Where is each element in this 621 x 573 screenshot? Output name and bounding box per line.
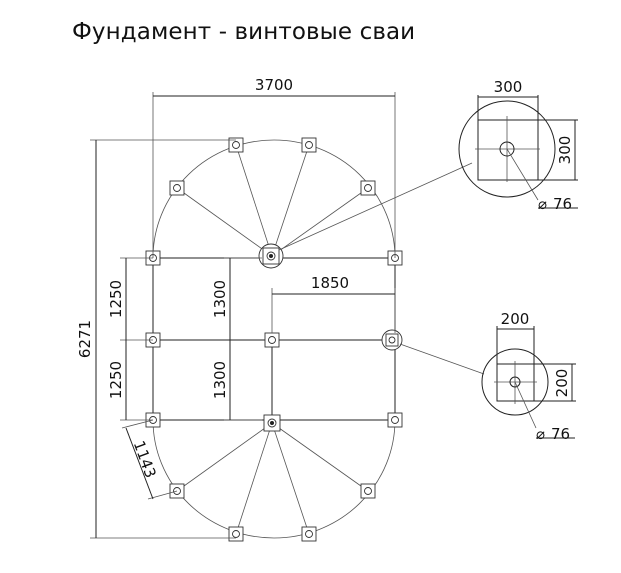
dimension-half-width: 1850: [271, 274, 396, 333]
detail-large-pile: 300 300 ⌀ 76: [458, 78, 578, 213]
pile: [301, 526, 317, 542]
pile: [360, 180, 376, 196]
pile: [387, 412, 403, 428]
dim-center-upper: 1300: [211, 280, 229, 318]
dim-left-lower: 1250: [107, 361, 125, 399]
detail-small-pile: 200 200 ⌀ 76: [481, 310, 576, 443]
detail-small-width: 200: [501, 310, 530, 328]
detail-large-diameter-symbol: ⌀: [538, 195, 547, 213]
dim-overall-width: 3700: [255, 76, 293, 94]
pile: [301, 137, 317, 153]
pile: [264, 332, 280, 348]
top-radial-beams: [176, 144, 369, 257]
pile-small: [381, 329, 403, 351]
dimension-diagonal: 1143: [121, 419, 178, 500]
dimension-left-segments: 1250 1250: [107, 257, 153, 421]
pile-large: [263, 414, 281, 432]
dimension-overall-width: 3700: [152, 76, 396, 258]
detail-small-diameter: 76: [551, 425, 570, 443]
detail-small-height: 200: [553, 369, 571, 398]
detail-large-width: 300: [494, 78, 523, 96]
dim-center-lower: 1300: [211, 361, 229, 399]
dim-overall-height: 6271: [76, 320, 94, 358]
dimension-center-segments: 1300 1300: [211, 257, 262, 421]
detail-large-height: 300: [556, 136, 574, 165]
pile-large: [258, 243, 284, 269]
drawing-title: Фундамент - винтовые сваи: [72, 19, 416, 45]
pile: [228, 526, 244, 542]
leader-small-detail: [399, 343, 485, 375]
dim-half-width: 1850: [311, 274, 349, 292]
detail-large-diameter: 76: [553, 195, 572, 213]
dim-left-upper: 1250: [107, 280, 125, 318]
leader-large-detail: [278, 162, 473, 251]
dim-diagonal: 1143: [130, 438, 160, 480]
detail-small-diameter-symbol: ⌀: [536, 425, 545, 443]
bottom-radial-beams: [176, 422, 369, 535]
pile: [228, 137, 244, 153]
pile: [169, 180, 185, 196]
pile-markers: [145, 137, 403, 542]
dimension-overall-height: 6271: [76, 139, 236, 539]
pile: [360, 483, 376, 499]
